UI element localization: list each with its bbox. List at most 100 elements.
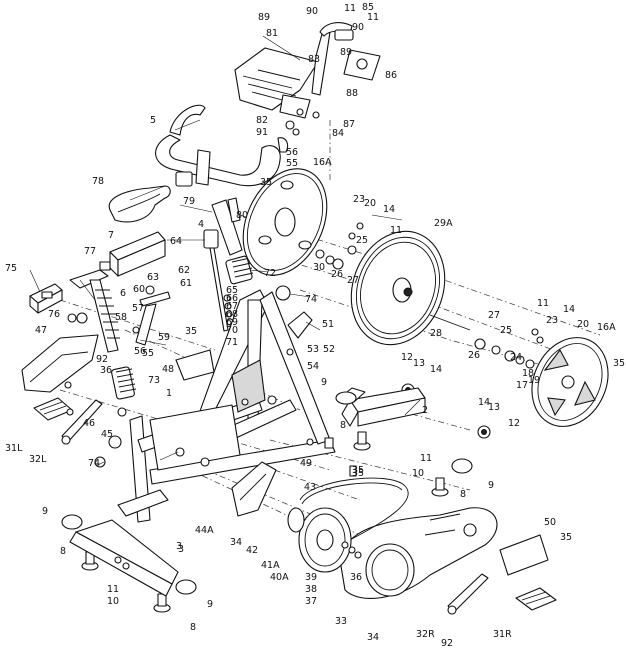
cover-plate [499,534,549,576]
part-callout: 32L [29,454,47,465]
part-callout: 86 [385,70,397,81]
inner-chain-guard [231,461,277,517]
leader-lines [29,35,421,466]
part-callout: 14 [563,304,575,315]
part-callout: 19 [528,375,540,386]
part-callout: 23 [353,194,365,205]
part-callout: 56 [286,147,298,158]
part-callout: 61 [180,278,192,289]
part-callout: 29A [434,218,453,229]
part-callout: 38 [305,584,317,595]
part-callout: 84 [332,128,344,139]
part-callout: 18 [522,368,534,379]
part-callout: 16A [597,322,616,333]
part-callout: 17 [516,380,528,391]
part-callout: 9 [42,506,48,517]
part-callout: 48 [162,364,174,375]
part-callout: 11 [390,225,402,236]
part-callout: 31L [5,443,23,454]
part-callout: 30 [313,262,325,273]
part-callout: 60 [133,284,145,295]
part-callout: 34 [230,537,242,548]
axle-hardware [315,222,544,369]
part-callout: 8 [60,546,66,557]
part-callout: 77 [84,246,96,257]
part-callout: 47 [35,325,47,336]
part-callout: 25 [356,235,368,246]
part-callout: 4 [198,219,204,230]
part-callout: 25 [500,325,512,336]
flywheel-right-cover [531,337,609,427]
pull-pin-bracket [132,285,171,346]
part-callout: 67 [226,301,238,312]
part-callout: 27 [488,310,500,321]
chain-guard [339,507,498,599]
part-callout: 36 [350,572,362,583]
part-callout: 5 [150,115,156,126]
tension-knob-stem [203,229,254,332]
part-callout: 55 [142,348,154,359]
part-callout: 72 [264,268,276,279]
part-callout: 66 [226,293,238,304]
part-callout: 90 [306,6,318,17]
part-callout: 75 [5,263,17,274]
crank-right [447,573,489,615]
part-callout: 63 [147,272,159,283]
part-callout: 26 [331,269,343,280]
seat-clamp [211,197,243,256]
part-callout: 10 [107,596,119,607]
part-callout: 65 [226,285,238,296]
part-callout: 44A [195,525,214,536]
part-callout: 70 [226,325,238,336]
pedal-left [33,397,74,421]
part-callout: 46 [83,418,95,429]
part-callout: 51 [322,319,334,330]
part-callout: 34 [367,632,379,643]
part-callout: 16A [313,157,332,168]
part-callout: 45 [101,429,113,440]
part-callout: 2 [422,405,428,416]
part-callout: 10 [412,468,424,479]
part-callout: 8 [190,622,196,633]
part-callout: 11 [420,453,432,464]
part-callout: 71 [226,337,238,348]
part-callout: 9 [207,599,213,610]
part-callout: 41A [261,560,280,571]
part-callout: 9 [321,377,327,388]
handle-grips [111,366,137,400]
part-callout: 69 [226,317,238,328]
part-callout: 35 [560,532,572,543]
part-callout: 85 [362,2,374,13]
end-caps [61,458,473,595]
part-callout: 68 [226,309,238,320]
crank-left [61,399,103,445]
flywheel-left-cover [242,168,328,276]
drive-pulley [287,477,409,573]
part-callout: 33 [335,616,347,627]
part-callout: 88 [346,88,358,99]
part-callout: 24 [510,352,522,363]
part-callout: 43 [304,482,316,493]
part-callout: 20 [364,198,376,209]
part-callout: 92 [96,354,108,365]
part-callout: 73 [148,375,160,386]
part-callout: 42 [246,545,258,556]
part-callout: 57 [132,303,144,314]
part-callout: 74 [305,294,317,305]
part-callout: 14 [430,364,442,375]
part-callout: 79 [183,196,195,207]
part-callout: 11 [107,584,119,595]
part-callout: 39 [305,572,317,583]
part-callout: 14 [478,397,490,408]
seat-slider-assembly [234,22,381,136]
saddle [108,185,171,223]
part-callout: 59 [158,332,170,343]
part-callout: 52 [323,344,335,355]
part-callout: 82 [256,115,268,126]
part-callout: 13 [413,358,425,369]
part-callout: 14 [383,204,395,215]
pedal-right [515,587,557,611]
